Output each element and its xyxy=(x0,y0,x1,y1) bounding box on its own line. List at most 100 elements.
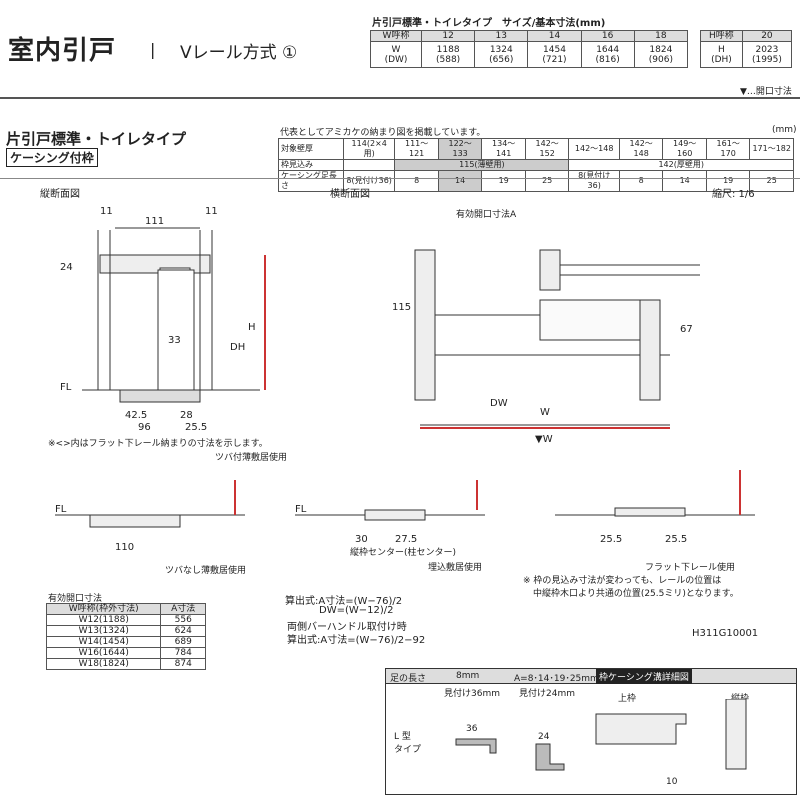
fl-label: FL xyxy=(60,382,72,393)
cell: W13(1324) xyxy=(45,625,162,637)
formula-line: 両側バーハンドル取付け時 xyxy=(287,622,407,633)
wall-table: 対象壁厚 114(2×4用) 111〜121 122〜133 134〜141 1… xyxy=(278,138,794,192)
horizontal-section-label: 横断面図 xyxy=(330,189,370,200)
no-flange-label: ツバなし薄敷居使用 xyxy=(165,566,247,576)
frame-note-2: 中縦枠木口より共通の位置(25.5ミリ)となります。 xyxy=(533,589,739,599)
casing-detail-panel: 足の長さ 8mm A=8･14･19･25mm 枠ケーシング溝詳細図 見付け36… xyxy=(385,668,797,795)
cell: 624 xyxy=(160,625,206,637)
h-header: H呼称 xyxy=(700,30,743,42)
dim-label: 42.5 xyxy=(125,410,147,421)
cell: 19 xyxy=(705,170,751,192)
dim-label: 115 xyxy=(392,302,411,313)
cell: W14(1454) xyxy=(45,636,162,648)
w-col: 14 xyxy=(527,30,582,42)
cell: 19 xyxy=(481,170,526,192)
cell: 14 xyxy=(437,170,483,192)
w-value: 1188 (588) xyxy=(420,41,476,68)
casing-badge: ケーシング付枠 xyxy=(6,148,98,167)
w-value: 1824 (906) xyxy=(633,41,689,68)
dim-label: 24 xyxy=(60,262,73,273)
size-table-caption: 片引戸標準・トイレタイプ サイズ/基本寸法(mm) xyxy=(372,18,606,29)
cell: 142〜148 xyxy=(618,138,664,160)
casing-header xyxy=(386,669,796,684)
thin-floor-label: ツバ付薄敷居使用 xyxy=(215,453,288,463)
svg-text:10: 10 xyxy=(666,777,678,787)
row-label: 対象壁厚 xyxy=(278,138,344,160)
cell: 8 xyxy=(618,170,664,192)
dim-label: 96 xyxy=(138,422,151,433)
svg-text:25.5: 25.5 xyxy=(665,534,687,545)
dim-label: 11 xyxy=(100,206,113,217)
cell: 171〜182 xyxy=(749,138,794,160)
cell: 111〜121 xyxy=(394,138,439,160)
cell: 556 xyxy=(160,614,206,626)
opening-table: W呼称(枠外寸法)A寸法 W12(1188)556 W13(1324)624 W… xyxy=(45,603,206,670)
horizontal-section-drawing: 115 W DW ▼W 67 xyxy=(392,249,700,445)
buried-label: 埋込敷居使用 xyxy=(428,563,483,573)
svg-text:110: 110 xyxy=(115,542,134,553)
legend-note: ▼…開口寸法 xyxy=(740,87,792,97)
cell: 784 xyxy=(160,647,206,659)
flat-rail-label: フラット下レール使用 xyxy=(645,563,736,573)
cell: W12(1188) xyxy=(45,614,162,626)
vertical-section-drawing: 111 11 11 33 24 FL 42.5 28 96 25.5 H DH xyxy=(60,206,266,433)
cell: 134〜141 xyxy=(481,138,526,160)
formula-line: 算出式:A寸法=(W−76)/2−92 xyxy=(287,635,426,646)
cell: 8(見付け36) xyxy=(568,170,620,192)
cell: 25 xyxy=(524,170,570,192)
flat-note: ※<>内はフラット下レール納まりの寸法を示します。 xyxy=(48,439,268,449)
cell: 142(厚壁用) xyxy=(568,159,794,171)
casing-col1: 8mm xyxy=(456,671,480,681)
h-table: H呼称 20 H (DH) 2023 (1995) xyxy=(700,30,793,68)
col-header: A寸法 xyxy=(160,603,206,615)
w-value: 1454 (721) xyxy=(527,41,582,68)
cell: 122〜133 xyxy=(437,138,483,160)
divider xyxy=(0,97,800,99)
cell: 142〜152 xyxy=(524,138,570,160)
casing-sub1: 見付け36mm xyxy=(444,689,500,699)
cell: 14 xyxy=(662,170,707,192)
flat-rail-drawing: 25.5 25.5 xyxy=(555,470,755,545)
page-subtitle: Vレール方式 ① xyxy=(180,43,298,63)
cell: 25 xyxy=(749,170,794,192)
svg-text:24: 24 xyxy=(538,732,550,742)
row-label: ケーシング足長さ xyxy=(278,170,344,192)
dim-label: 33 xyxy=(168,335,181,346)
casing-type-label: L 型 タイプ xyxy=(394,732,422,755)
effective-width-label: 有効開口寸法A xyxy=(456,210,517,220)
dim-label: W xyxy=(540,407,550,418)
cell: 874 xyxy=(160,658,206,670)
dim-label: 11 xyxy=(205,206,218,217)
cell xyxy=(342,159,396,171)
w-header: W呼称 xyxy=(370,30,422,42)
w-col: 12 xyxy=(420,30,476,42)
title-separator: | xyxy=(150,40,156,59)
cell: 115(薄壁用) xyxy=(394,159,570,171)
svg-text:27.5: 27.5 xyxy=(395,534,417,545)
w-col: 13 xyxy=(474,30,529,42)
dim-label: DH xyxy=(230,342,245,353)
dim-label: ▼W xyxy=(535,434,553,445)
cell: 689 xyxy=(160,636,206,648)
casing-detail-title: 枠ケーシング溝詳細図 xyxy=(596,669,692,684)
cell: 8(見付け36) xyxy=(342,170,396,192)
frame-note-1: ※ 枠の見込み寸法が変わっても、レールの位置は xyxy=(523,576,722,586)
formula-line: 算出式:A寸法=(W−76)/2 xyxy=(285,596,403,607)
size-table: W呼称 12 13 14 16 18 W (DW) 1188 (588) 132… xyxy=(370,30,689,68)
section-heading: 片引戸標準・トイレタイプ xyxy=(6,130,187,148)
frame-center-label: 縦枠センター(柱センター) xyxy=(350,548,457,558)
dim-label: 111 xyxy=(145,216,164,227)
cell: 161〜170 xyxy=(705,138,751,160)
cell: W18(1824) xyxy=(45,658,162,670)
casing-sub2: 見付け24mm xyxy=(519,689,575,699)
col-header: W呼称(枠外寸法) xyxy=(45,603,162,615)
cell: 142〜148 xyxy=(568,138,620,160)
opening-table-title: 有効開口寸法 xyxy=(48,594,103,604)
casing-header-left: 足の長さ xyxy=(390,674,427,684)
w-value: 1644 (816) xyxy=(580,41,635,68)
svg-text:25.5: 25.5 xyxy=(600,534,622,545)
dim-label: DW xyxy=(490,398,508,409)
